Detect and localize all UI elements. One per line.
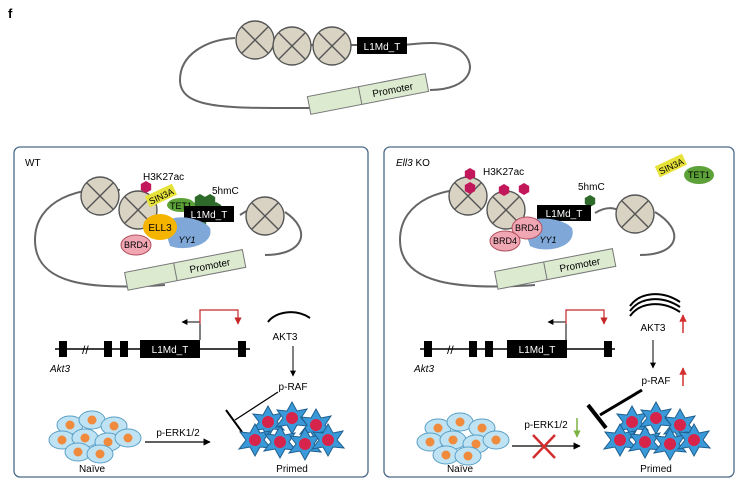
- svg-text://: //: [82, 343, 89, 357]
- wt-tss-arrow: [181, 319, 201, 340]
- top-chromatin-loop: L1Md_T Promoter: [178, 20, 471, 115]
- panel-label: f: [8, 6, 13, 21]
- wt-akt3-transcript: [267, 311, 311, 323]
- ko-tss-arrow: [547, 319, 567, 340]
- wt-promoter: Promoter: [123, 249, 247, 291]
- wt-naive-cells: [48, 410, 142, 464]
- ko-primed-label: Primed: [640, 464, 672, 475]
- ko-5hmc-label: 5hmC: [578, 182, 605, 193]
- ko-akt3-transcripts: [629, 293, 681, 317]
- ko-sin3a: SIN3A: [654, 153, 688, 178]
- wt-l1md-t-label: L1Md_T: [191, 210, 228, 221]
- wt-gene-track: // L1Md_T Akt3: [49, 340, 250, 375]
- ko-brd4-b-label: BRD4: [493, 236, 517, 246]
- ko-primed-cells: [603, 401, 711, 461]
- ko-brd4-a-label: BRD4: [515, 223, 539, 233]
- ko-perk-label: p-ERK1/2: [524, 420, 568, 431]
- ko-block-cross: [532, 434, 556, 459]
- wt-inhibit-bar: [225, 409, 243, 433]
- wt-l1md-t-box: [184, 206, 234, 222]
- wt-ell3-label: ELL3: [148, 223, 172, 234]
- wt-h3k27ac-label: H3K27ac: [143, 172, 184, 183]
- wt-tet1-label: TET1: [170, 201, 192, 211]
- ko-gene-l1md-t: L1Md_T: [519, 345, 556, 356]
- wt-ell3: [143, 214, 177, 240]
- wt-panel: WT H3K27ac 5hmC SIN3A TET1 L1Md_T YY1 EL…: [13, 146, 369, 478]
- ko-loop-red-arrow: [565, 309, 608, 325]
- ko-naive-cells: [416, 412, 510, 466]
- ko-panel-frame: [383, 146, 735, 478]
- ko-inhibit-bar: [586, 403, 608, 430]
- wt-gene-l1md-t: L1Md_T: [152, 345, 189, 356]
- ko-panel: Ell3 KO H3K27ac 5hmC SIN3A TET1 L1Md_T Y…: [383, 146, 735, 478]
- svg-text://: //: [447, 343, 454, 357]
- wt-naive-label: Naïve: [79, 464, 106, 475]
- top-l1md-t-label: L1Md_T: [364, 42, 401, 53]
- wt-yy1-label: YY1: [178, 235, 195, 245]
- ko-tet1: [684, 166, 714, 184]
- wt-brd4-label: BRD4: [124, 240, 148, 250]
- wt-loop-red-arrow: [199, 309, 242, 325]
- wt-primed-cells: [238, 401, 345, 461]
- wt-perk-label: p-ERK1/2: [156, 428, 200, 439]
- ko-l1md-t-label: L1Md_T: [546, 209, 583, 220]
- ko-praf-label: p-RAF: [642, 376, 671, 387]
- ko-brd4-b: [489, 230, 521, 252]
- ko-inhibit-line: [599, 388, 643, 417]
- ko-akt3-label: AKT3: [640, 323, 665, 334]
- ko-yy1-label: YY1: [539, 235, 556, 245]
- wt-brd4: [120, 234, 152, 256]
- ko-akt3-gene-label: Akt3: [413, 364, 434, 375]
- ko-brd4-a: [511, 216, 543, 240]
- ko-naive-label: Naïve: [447, 464, 474, 475]
- wt-panel-frame: [13, 146, 369, 478]
- wt-akt3-label: AKT3: [272, 332, 297, 343]
- ko-h3k27ac-label: H3K27ac: [483, 167, 524, 178]
- ko-gene-track: // L1Md_T Akt3: [413, 340, 615, 375]
- top-l1md-t-box: [357, 37, 407, 54]
- top-promoter: Promoter: [306, 73, 430, 115]
- ko-title: Ell3 KO: [396, 158, 430, 169]
- ko-l1md-t-box: [537, 205, 591, 221]
- wt-primed-label: Primed: [276, 464, 308, 475]
- wt-praf-label: p-RAF: [279, 382, 308, 393]
- wt-akt3-gene-label: Akt3: [49, 364, 70, 375]
- ko-tet1-label: TET1: [688, 170, 710, 180]
- wt-inhibit-line: [234, 391, 279, 421]
- wt-title: WT: [25, 158, 41, 169]
- ko-promoter: Promoter: [493, 248, 617, 290]
- wt-5hmc-label: 5hmC: [212, 186, 239, 197]
